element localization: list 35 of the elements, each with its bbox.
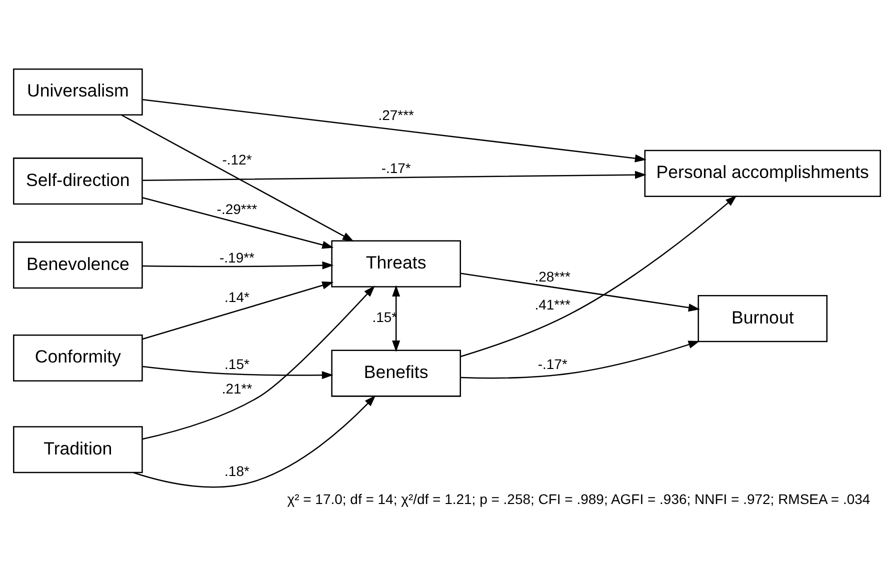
edge-label: .28*** — [534, 268, 571, 284]
arrow — [460, 340, 700, 379]
edge-label: -.19** — [220, 249, 254, 266]
node-box: Personal accomplishments — [644, 150, 881, 197]
arrow — [133, 395, 376, 488]
node-box: Burnout — [698, 295, 828, 342]
arrow — [121, 114, 354, 242]
node-box: Benefits — [331, 350, 461, 397]
node-box: Threats — [331, 240, 461, 288]
node-box: Benevolence — [13, 242, 143, 289]
edge-label: -.17* — [538, 356, 568, 372]
node-box: Conformity — [13, 334, 143, 382]
arrow — [142, 197, 334, 249]
arrow — [392, 285, 400, 352]
arrow — [142, 170, 646, 182]
edge-label: .18* — [224, 463, 250, 480]
arrow — [460, 272, 700, 312]
node-box: Universalism — [13, 68, 143, 116]
edge-label: .41*** — [534, 296, 571, 312]
edge-label: .15* — [224, 356, 250, 372]
node-box: Self-direction — [13, 158, 143, 205]
arrow — [460, 195, 737, 358]
edge-label: .14* — [224, 288, 250, 305]
edge-label: .21** — [222, 380, 252, 396]
edge-label: .27*** — [378, 106, 414, 123]
arrow — [142, 261, 334, 270]
node-box: Tradition — [13, 426, 143, 474]
edge-label: -.17* — [381, 160, 411, 176]
arrow — [142, 98, 646, 162]
arrow — [142, 286, 375, 440]
arrow — [142, 282, 334, 340]
edge-label: -.29*** — [216, 200, 258, 217]
arrow — [142, 366, 334, 380]
caption: χ² = 17.0; df = 14; χ²/df = 1.21; p = .258; CFI = .989; AGFI = .936; NNFI = .972; RMSEA = .034 — [287, 490, 870, 507]
edge-label: -.12* — [222, 151, 252, 168]
